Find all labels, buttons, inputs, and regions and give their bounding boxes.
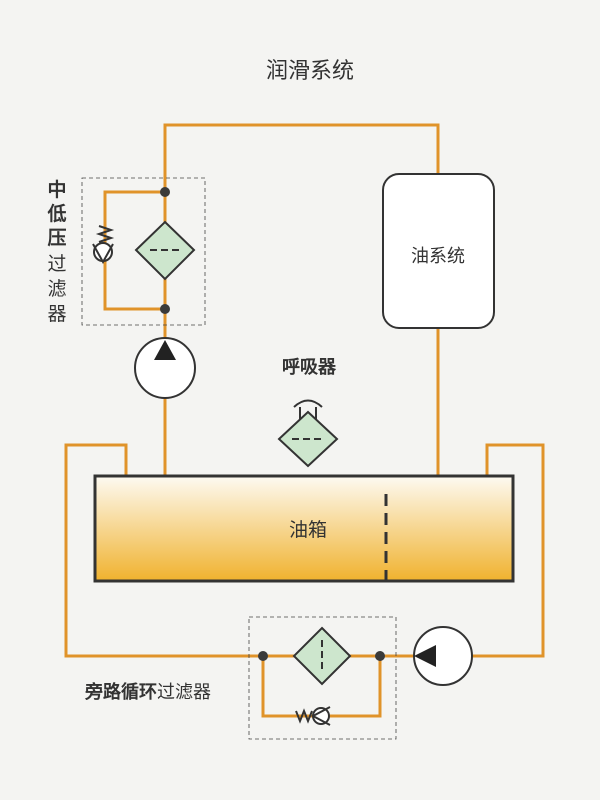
oil-system-label: 油系统 xyxy=(411,246,465,267)
lp-check-valve-icon xyxy=(92,225,115,265)
lp-label-normal-2: 滤 xyxy=(47,278,66,300)
lp-label-bold-3: 压 xyxy=(47,227,66,249)
pipe-top-loop xyxy=(163,123,440,192)
breather-label: 呼吸器 xyxy=(282,357,337,378)
lp-label-bold-2: 低 xyxy=(46,202,66,225)
lp-label-bold-1: 中 xyxy=(47,178,66,201)
bypass-filter-label: 旁路循环过滤器 xyxy=(84,681,211,703)
lp-label-normal-3: 器 xyxy=(47,303,66,325)
pipe-right-circulation xyxy=(472,443,545,658)
lp-junction-top xyxy=(160,187,170,197)
lp-label-normal-1: 过 xyxy=(47,253,66,275)
oil-tank xyxy=(93,474,515,583)
bypass-junction-left xyxy=(258,651,268,661)
bypass-pump-icon xyxy=(413,626,473,686)
pipe-left-circulation xyxy=(64,443,263,658)
lp-filter-element xyxy=(134,220,196,281)
main-pump-icon xyxy=(134,337,196,399)
bypass-junction-right xyxy=(375,651,385,661)
bypass-filter-enclosure xyxy=(248,616,397,740)
tank-label: 油箱 xyxy=(289,519,327,541)
lp-filter-label: 中 低 压 过 滤 器 xyxy=(46,178,66,325)
breather-icon xyxy=(277,399,339,468)
bypass-check-valve-icon xyxy=(295,706,331,726)
lp-filter-enclosure xyxy=(81,177,206,326)
bypass-label-bold: 旁路循环 xyxy=(84,681,157,703)
oil-system-box xyxy=(382,173,495,329)
bypass-filter-element xyxy=(292,626,352,686)
lp-junction-bottom xyxy=(160,304,170,314)
diagram-title: 润滑系统 xyxy=(266,59,354,84)
bypass-label-normal: 过滤器 xyxy=(157,682,211,703)
